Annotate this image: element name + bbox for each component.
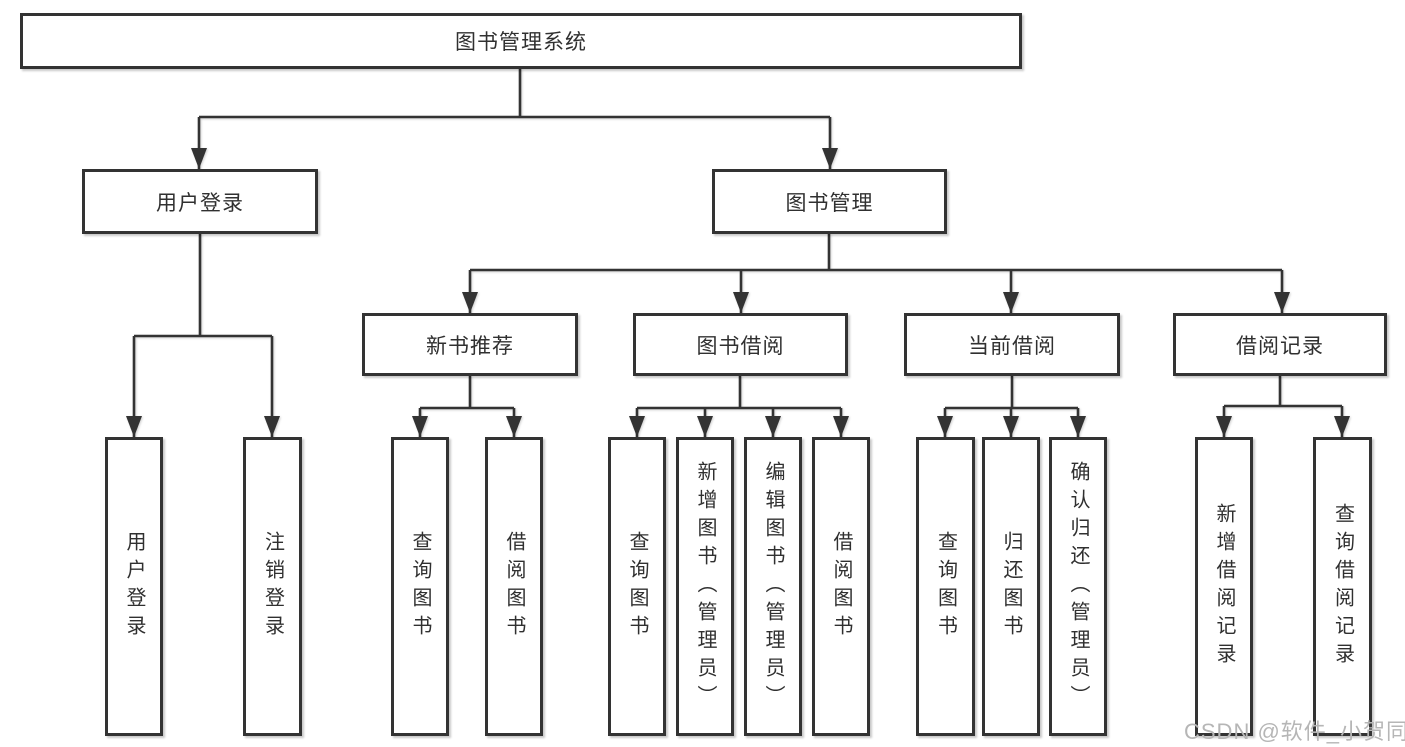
leaf-add-borrow-record: 新增借阅记录 [1195, 437, 1253, 736]
csdn-watermark: CSDN @软件_小贺同学 [1184, 719, 1405, 744]
leaf-query-borrow-record: 查询借阅记录 [1313, 437, 1372, 736]
node-label: 查询图书 [409, 530, 431, 643]
node-label: 查询借阅记录 [1331, 502, 1354, 671]
leaf-borrow-books-rec: 借阅图书 [485, 437, 543, 736]
node-label: 查询图书 [626, 530, 648, 643]
node-book-management: 图书管理 [712, 169, 947, 234]
connector-user-login-children [126, 234, 280, 437]
leaf-query-books-borrow: 查询图书 [608, 437, 666, 736]
node-label: 借阅图书 [503, 530, 525, 643]
node-label: 新增借阅记录 [1213, 502, 1235, 671]
node-label: 当前借阅 [968, 334, 1056, 358]
connector-book-borrow-children [629, 376, 849, 437]
node-label: 借阅记录 [1236, 334, 1324, 358]
leaf-borrow-books-borrow: 借阅图书 [812, 437, 870, 736]
node-label: 图书管理 [785, 191, 874, 215]
node-label: 注销登录 [261, 530, 284, 643]
node-label: 确认归还（管理员） [1067, 460, 1089, 713]
node-label: 用户登录 [123, 530, 145, 643]
node-label: 新书推荐 [426, 334, 514, 358]
leaf-return-books: 归还图书 [982, 437, 1040, 736]
leaf-query-books-rec: 查询图书 [391, 437, 449, 736]
node-label: 用户登录 [156, 191, 244, 215]
node-current-borrowing: 当前借阅 [904, 313, 1120, 376]
connector-book-mgmt-to-level3 [462, 234, 1290, 313]
node-label: 图书管理系统 [455, 31, 587, 54]
connector-current-borrow-children [937, 376, 1086, 437]
leaf-edit-books-admin: 编辑图书（管理员） [744, 437, 802, 736]
node-new-book-recommendation: 新书推荐 [362, 313, 578, 376]
connector-borrow-records-children [1216, 376, 1350, 437]
connector-root-to-level2 [191, 69, 838, 169]
leaf-add-books-admin: 新增图书（管理员） [676, 437, 734, 736]
leaf-confirm-return-admin: 确认归还（管理员） [1049, 437, 1107, 736]
node-label: 编辑图书（管理员） [762, 460, 784, 713]
node-label: 归还图书 [1000, 530, 1022, 643]
node-label: 查询图书 [934, 530, 957, 643]
leaf-user-login: 用户登录 [105, 437, 163, 736]
node-user-login: 用户登录 [82, 169, 318, 234]
node-label: 图书借阅 [696, 334, 785, 358]
node-label: 新增图书（管理员） [694, 460, 716, 713]
node-book-borrowing: 图书借阅 [633, 313, 848, 376]
connector-new-book-rec-children [412, 376, 522, 437]
node-label: 借阅图书 [830, 530, 852, 643]
leaf-logout: 注销登录 [243, 437, 302, 736]
leaf-query-books-current: 查询图书 [916, 437, 975, 736]
node-library-system: 图书管理系统 [20, 13, 1022, 69]
node-borrowing-records: 借阅记录 [1173, 313, 1387, 376]
